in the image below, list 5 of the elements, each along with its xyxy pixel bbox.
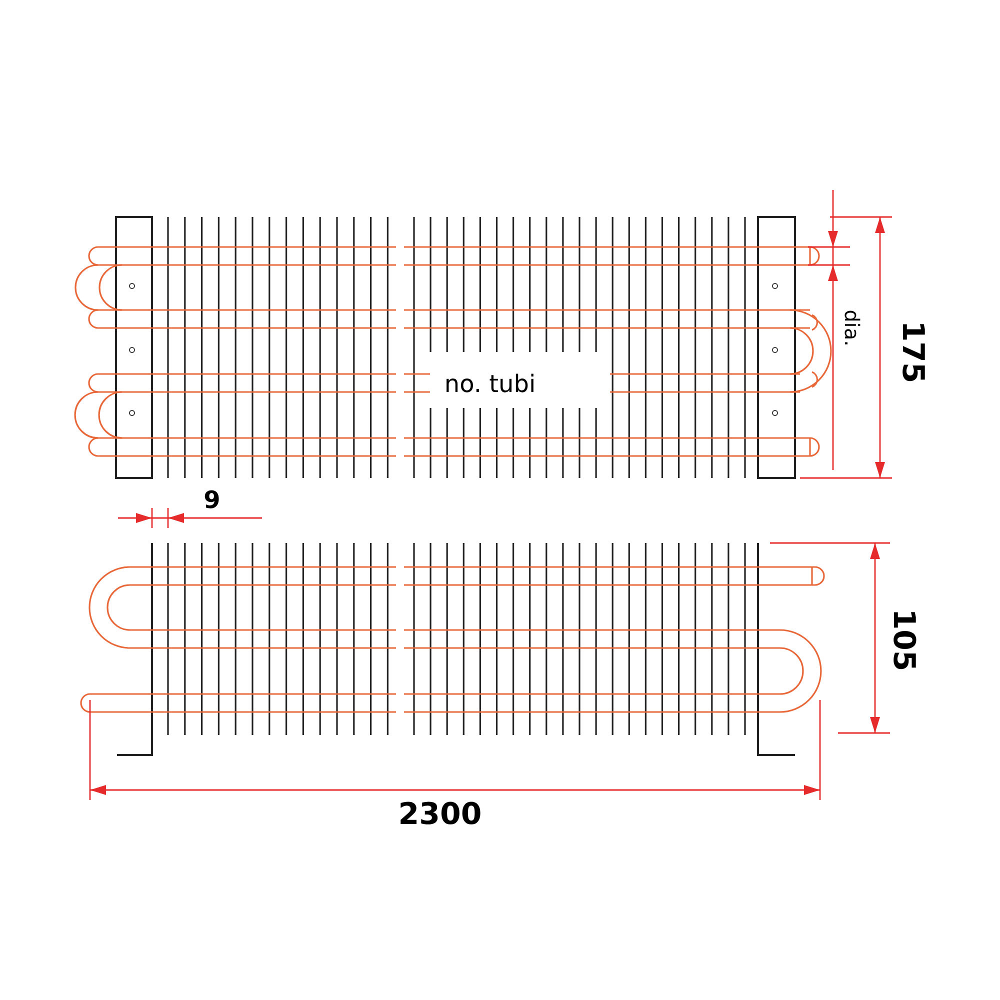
- dimension-label: 105: [888, 608, 918, 672]
- dimension-label: 175: [897, 320, 927, 384]
- dimension-label: dia.: [842, 310, 862, 346]
- dimension-label: 9: [204, 488, 220, 512]
- dimension-label: 2300: [398, 800, 482, 830]
